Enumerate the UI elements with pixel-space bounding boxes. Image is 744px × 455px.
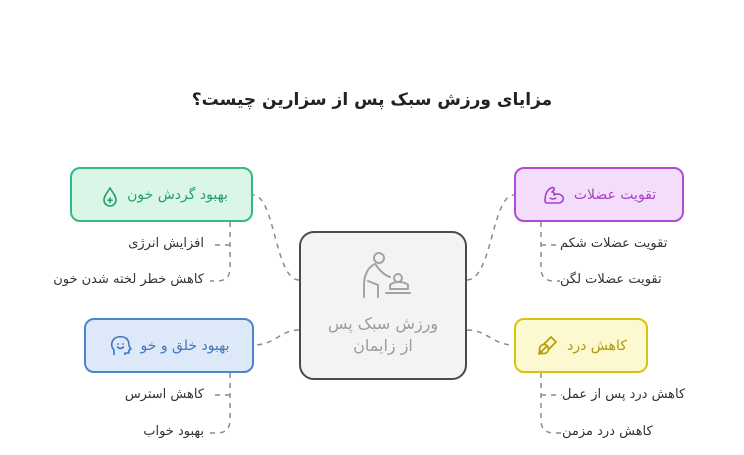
- connector-tr-trunk: [540, 222, 560, 282]
- branch-strengthen-muscles: تقویت عضلات: [514, 167, 684, 222]
- connector-center-top-left: [252, 194, 300, 281]
- diagram-title: مزایای ورزش سبک پس از سزارین چیست؟: [191, 90, 553, 110]
- connector-br-trunk: [540, 373, 562, 434]
- branch-label: تقویت عضلات: [573, 186, 657, 203]
- connector-center-bottom-left: [253, 329, 300, 346]
- leaf-post-op-pain: کاهش درد پس از عمل: [562, 387, 686, 402]
- connector-center-top-right: [466, 194, 515, 281]
- leaf-reduce-stress: کاهش استرس: [124, 387, 204, 402]
- leaf-pelvic-muscles: تقویت عضلات لگن: [560, 272, 662, 287]
- leaf-improve-sleep: بهبود خواب: [143, 424, 204, 439]
- smiling-head-icon: [110, 335, 132, 355]
- connector-bl-trunk: [210, 373, 231, 434]
- mother-baby-exercise-icon: [363, 252, 411, 298]
- branch-reduce-pain: کاهش درد: [514, 318, 648, 373]
- flexed-arm-icon: [544, 186, 564, 204]
- branch-improve-mood: بهبود خلق و خو: [84, 318, 254, 373]
- leaf-chronic-pain: کاهش درد مزمن: [562, 424, 653, 439]
- leaf-increase-energy: افزایش انرژی: [128, 236, 204, 251]
- branch-label: بهبود گردش خون: [127, 186, 228, 203]
- leaf-abdominal-muscles: تقویت عضلات شکم: [560, 236, 668, 251]
- pencil-slash-icon: [538, 335, 557, 355]
- branch-improve-circulation: بهبود گردش خون Rh: [70, 167, 253, 222]
- leaf-reduce-clot-risk: کاهش خطر لخته شدن خون: [53, 272, 204, 287]
- branch-label: کاهش درد: [567, 337, 627, 354]
- branch-label: بهبود خلق و خو: [140, 337, 230, 354]
- center-label: ورزش سبک پس از زایمان: [327, 314, 439, 355]
- connector-tl-trunk: [210, 222, 231, 282]
- center-node: ورزش سبک پس از زایمان: [299, 231, 467, 380]
- blood-drop-rh-icon: Rh: [95, 184, 117, 207]
- connector-center-bottom-right: [466, 329, 515, 346]
